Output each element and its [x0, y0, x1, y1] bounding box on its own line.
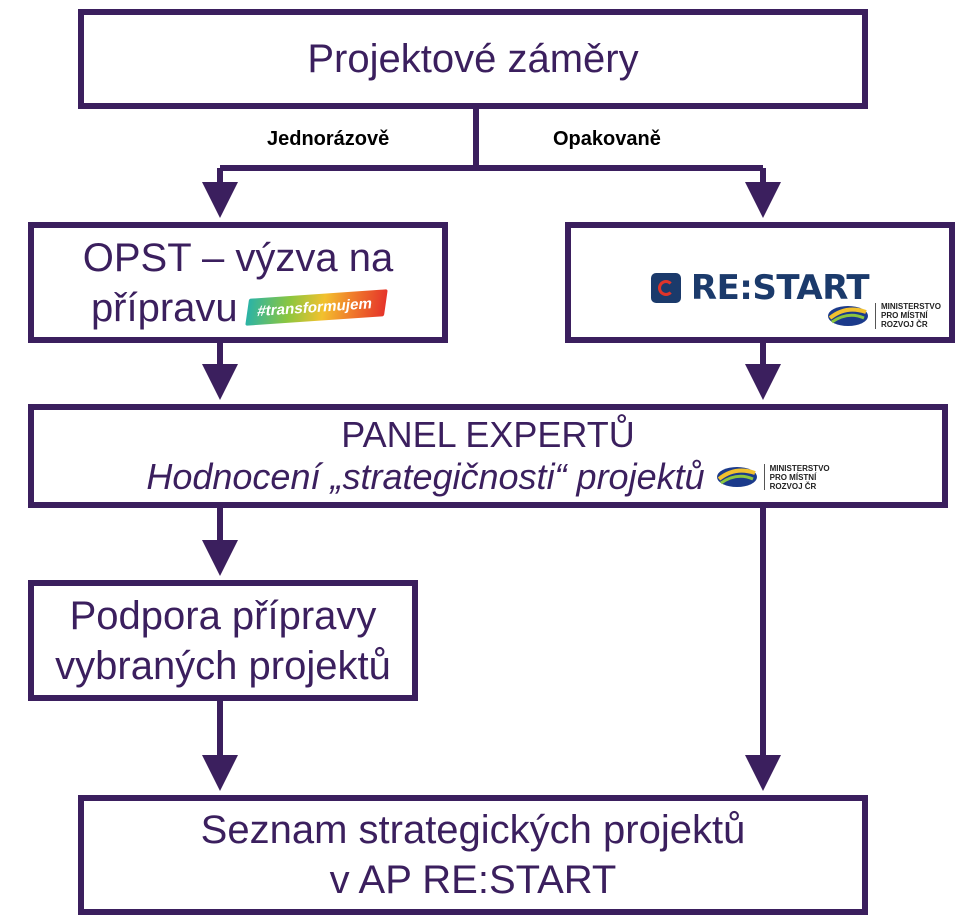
panel-ministry-text-line3: ROZVOJ ČR	[769, 481, 817, 491]
ministry-text-line2: PRO MÍSTNÍ	[880, 311, 928, 320]
node-panel-line2-row: Hodnocení „strategičnosti“ projektů MINI…	[146, 456, 829, 498]
ministry-swoosh-icon	[827, 305, 868, 326]
node-restart: RE:START MINISTERSTVO PRO MÍSTNÍ ROZVOJ …	[565, 222, 955, 343]
panel-ministry-logo: MINISTERSTVO PRO MÍSTNÍ ROZVOJ ČR	[715, 464, 830, 491]
ministry-text-line1: MINISTERSTVO	[880, 302, 941, 311]
panel-ministry-swoosh-icon	[716, 467, 757, 487]
restart-logo-icon	[650, 272, 681, 303]
node-projektove-zamery-text: Projektové záměry	[307, 37, 639, 81]
edge-label-opakovane: Opakovaně	[553, 128, 661, 150]
panel-ministry-divider	[763, 464, 765, 490]
ministry-text-line3: ROZVOJ ČR	[880, 320, 928, 329]
node-podpora-line1: Podpora přípravy	[69, 593, 377, 638]
node-opst-line1: OPST – výzva na	[82, 235, 394, 280]
transformujem-badge: #transformujem	[244, 289, 388, 326]
panel-ministry-text: MINISTERSTVO PRO MÍSTNÍ ROZVOJ ČR	[770, 464, 830, 491]
node-seznam: Seznam strategických projektů v AP RE:ST…	[78, 795, 868, 915]
node-opst-line2-row: přípravu #transformujem	[90, 283, 388, 333]
ministry-divider	[874, 302, 876, 329]
ministry-text: MINISTERSTVO PRO MÍSTNÍ ROZVOJ ČR	[881, 302, 941, 329]
node-opst-line2: přípravu	[90, 285, 238, 330]
panel-ministry-text-line1: MINISTERSTVO	[769, 463, 830, 473]
node-projektove-zamery: Projektové záměry	[78, 9, 868, 109]
node-opst: OPST – výzva na přípravu #transformujem	[28, 222, 448, 343]
restart-logo-text: RE:START	[690, 267, 870, 308]
node-panel-line2: Hodnocení „strategičnosti“ projektů	[146, 456, 705, 497]
ministry-logo: MINISTERSTVO PRO MÍSTNÍ ROZVOJ ČR	[826, 302, 941, 329]
edge-label-jednorazove: Jednorázově	[267, 128, 390, 150]
node-panel-line1: PANEL EXPERTŮ	[341, 414, 635, 455]
node-podpora-line2: vybraných projektů	[55, 643, 391, 688]
node-podpora: Podpora přípravy vybraných projektů	[28, 580, 418, 701]
node-seznam-line2: v AP RE:START	[329, 858, 617, 902]
restart-logo: RE:START	[650, 267, 870, 308]
node-seznam-line1: Seznam strategických projektů	[200, 808, 746, 852]
node-panel-expertu: PANEL EXPERTŮ Hodnocení „strategičnosti“…	[28, 404, 948, 508]
panel-ministry-text-line2: PRO MÍSTNÍ	[769, 472, 817, 482]
